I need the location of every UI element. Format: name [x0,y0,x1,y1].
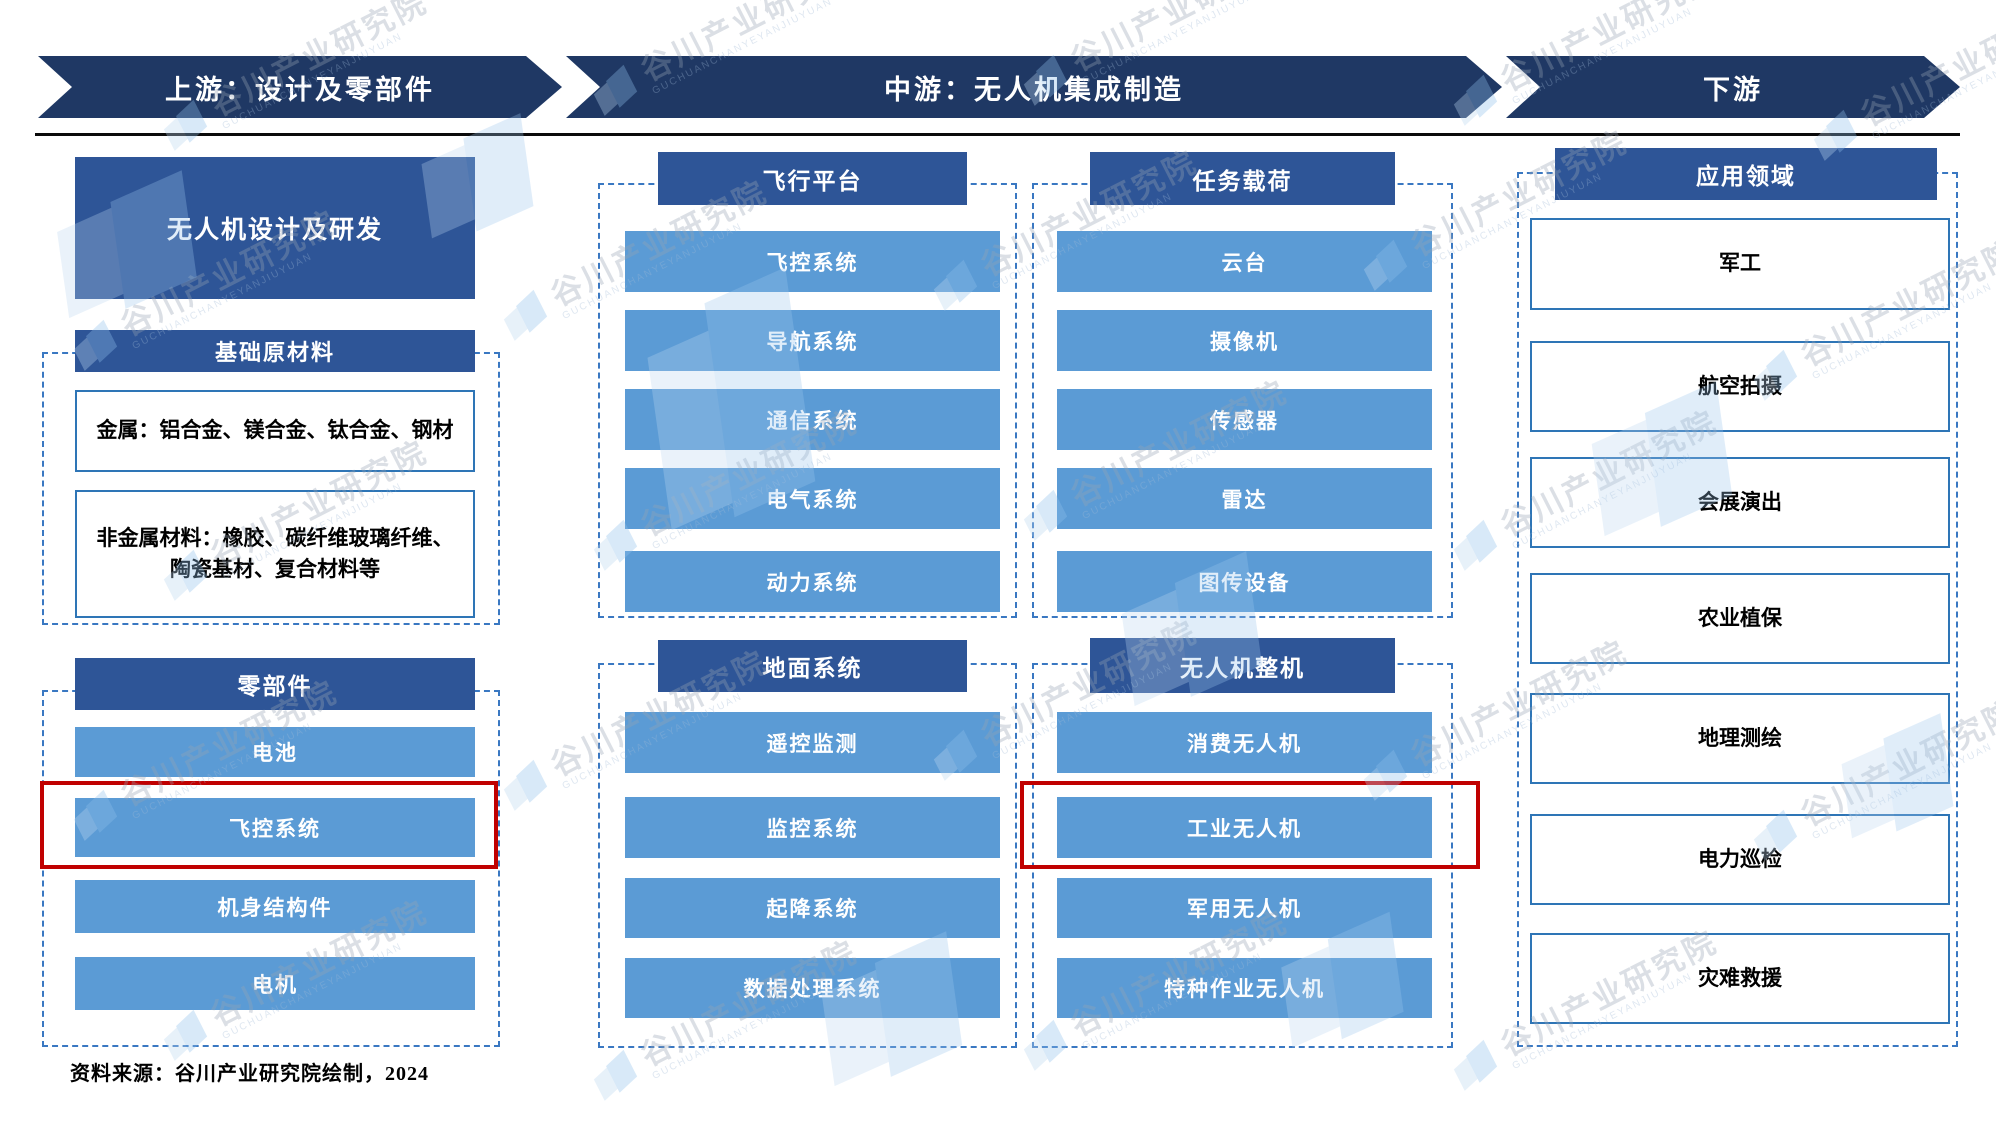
application-item: 灾难救援 [1530,933,1950,1024]
whole-drone-item: 消费无人机 [1057,712,1432,773]
design-rd-box: 无人机设计及研发 [75,157,475,299]
parts-item-airframe: 机身结构件 [75,880,475,933]
ground-item: 遥控监测 [625,712,1000,773]
whole-drone-item: 军用无人机 [1057,878,1432,938]
parts-item-motor: 电机 [75,957,475,1010]
application-item: 会展演出 [1530,457,1950,548]
payload-item: 传感器 [1057,389,1432,450]
stage-arrow-downstream: 下游 [1506,56,1960,118]
material-item-metal: 金属：铝合金、镁合金、钛合金、钢材 [75,390,475,472]
whole-drone-header: 无人机整机 [1090,638,1395,693]
highlight-box-industrial-drone [1020,781,1480,869]
stage-label-upstream: 上游：设计及零部件 [165,74,435,105]
application-item: 地理测绘 [1530,693,1950,784]
divider-line [35,133,1960,136]
applications-header: 应用领域 [1555,148,1937,200]
payload-item: 云台 [1057,231,1432,292]
stage-arrow-midstream: 中游：无人机集成制造 [566,56,1502,118]
application-item: 航空拍摄 [1530,341,1950,432]
flight-header: 飞行平台 [658,152,967,205]
flight-item: 通信系统 [625,389,1000,450]
whole-drone-item-industrial: 工业无人机 [1057,797,1432,858]
source-note: 资料来源：谷川产业研究院绘制，2024 [70,1063,429,1085]
payload-item: 摄像机 [1057,310,1432,371]
application-item: 军工 [1530,218,1950,310]
whole-drone-item: 特种作业无人机 [1057,958,1432,1018]
payload-header: 任务载荷 [1090,152,1395,205]
watermark-logo-icon [586,1049,646,1107]
payload-item: 雷达 [1057,468,1432,529]
flight-item: 电气系统 [625,468,1000,529]
watermark-logo-icon [496,289,556,347]
stage-arrow-upstream: 上游：设计及零部件 [38,56,562,118]
parts-item-battery: 电池 [75,727,475,777]
flight-item: 导航系统 [625,310,1000,371]
watermark-logo-icon [1446,1039,1506,1097]
ground-header: 地面系统 [658,640,967,692]
payload-item: 图传设备 [1057,551,1432,612]
flight-item: 动力系统 [625,551,1000,612]
watermark-logo-icon [1446,519,1506,577]
material-item-nonmetal: 非金属材料：橡胶、碳纤维玻璃纤维、陶瓷基材、复合材料等 [75,490,475,618]
ground-item: 起降系统 [625,878,1000,938]
watermark-logo-icon [496,759,556,817]
application-item: 电力巡检 [1530,814,1950,905]
flight-item: 飞控系统 [625,231,1000,292]
parts-header: 零部件 [75,658,475,710]
stage-label-downstream: 下游 [1703,74,1763,105]
materials-header: 基础原材料 [75,330,475,372]
application-item: 农业植保 [1530,573,1950,664]
ground-item: 数据处理系统 [625,958,1000,1018]
highlight-box-flight-control [40,781,498,869]
stage-label-midstream: 中游：无人机集成制造 [884,74,1184,105]
ground-item: 监控系统 [625,797,1000,858]
parts-item-flight-control: 飞控系统 [75,798,475,857]
